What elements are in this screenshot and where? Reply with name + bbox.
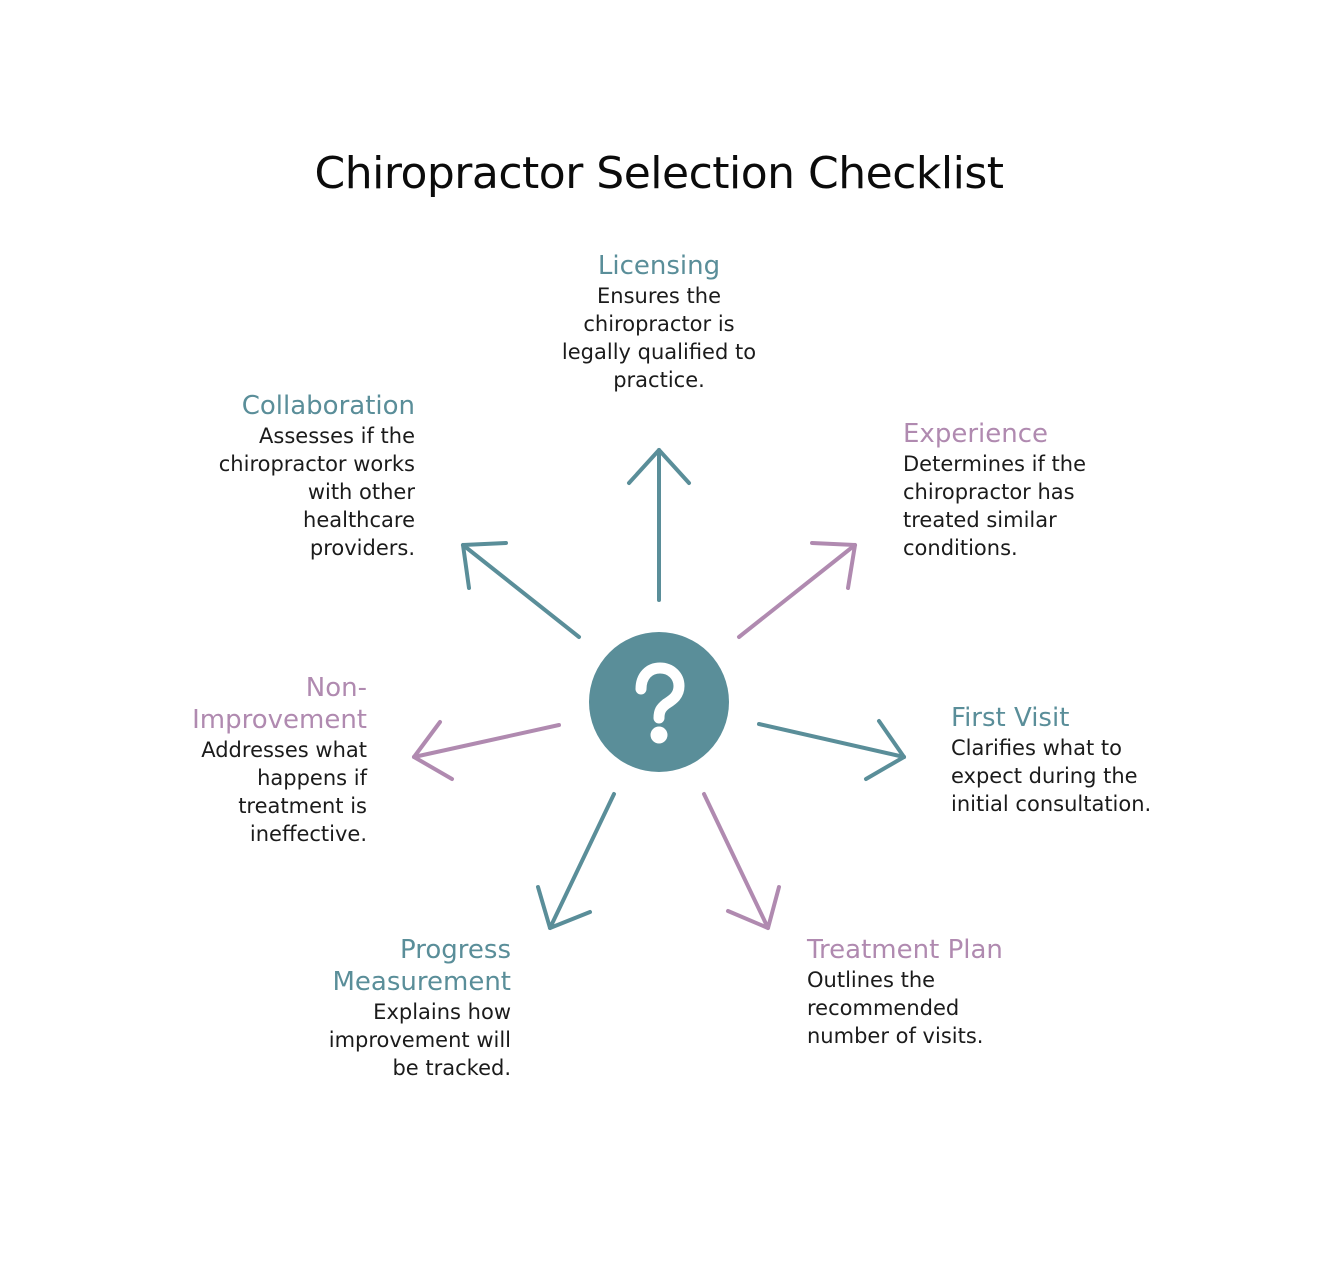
item-desc-experience: Determines if the chiropractor has treat… <box>903 452 1087 560</box>
page-title: Chiropractor Selection Checklist <box>314 148 1004 199</box>
item-title-licensing: Licensing <box>597 251 721 281</box>
center-circle <box>589 632 729 772</box>
item-title-first-visit: First Visit <box>951 703 1070 733</box>
center-hub <box>589 632 729 772</box>
arrow-progress-measurement <box>536 792 616 930</box>
item-first-visit: First Visit Clarifies what to expect dur… <box>951 702 1181 818</box>
arrow-non-improvement <box>412 720 561 781</box>
arrow-treatment-plan <box>702 792 781 930</box>
item-progress-measurement: Progress Measurement Explains how improv… <box>305 934 511 1082</box>
arrow-collaboration <box>461 541 581 639</box>
item-desc-treatment-plan: Outlines the recommended number of visit… <box>807 968 984 1048</box>
question-mark-icon <box>635 662 685 724</box>
item-non-improvement: Non-Improvement Addresses what happens i… <box>177 672 367 848</box>
question-mark-dot <box>650 726 668 744</box>
item-title-progress-measurement: Progress Measurement <box>332 935 512 997</box>
item-desc-first-visit: Clarifies what to expect during the init… <box>951 736 1152 816</box>
item-desc-collaboration: Assesses if the chiropractor works with … <box>218 424 415 560</box>
item-experience: Experience Determines if the chiropracto… <box>903 418 1113 562</box>
item-title-experience: Experience <box>903 419 1048 449</box>
item-licensing: Licensing Ensures the chiropractor is le… <box>549 250 769 394</box>
item-desc-non-improvement: Addresses what happens if treatment is i… <box>201 738 367 846</box>
arrow-experience <box>737 541 857 639</box>
item-desc-licensing: Ensures the chiropractor is legally qual… <box>561 284 757 392</box>
item-treatment-plan: Treatment Plan Outlines the recommended … <box>807 934 1037 1050</box>
item-title-treatment-plan: Treatment Plan <box>807 935 1003 965</box>
item-title-collaboration: Collaboration <box>241 391 415 421</box>
item-desc-progress-measurement: Explains how improvement will be tracked… <box>328 1000 511 1080</box>
item-collaboration: Collaboration Assesses if the chiropract… <box>215 390 415 562</box>
arrow-first-visit <box>757 719 906 781</box>
arrow-licensing <box>627 448 691 602</box>
item-title-non-improvement: Non-Improvement <box>192 673 367 735</box>
